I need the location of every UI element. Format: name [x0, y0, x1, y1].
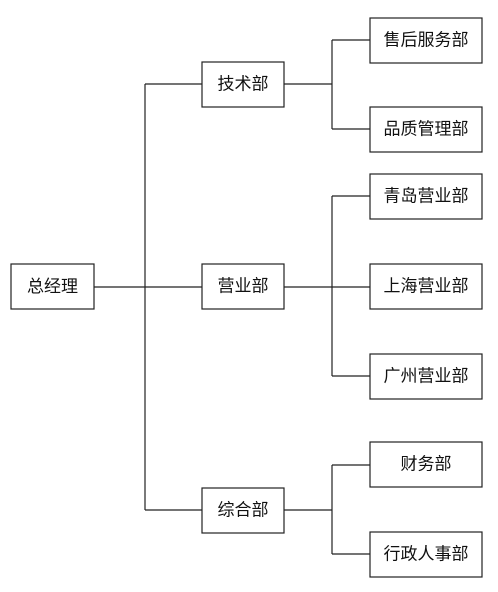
node-guangzhou-sales: 广州营业部: [369, 353, 483, 400]
node-admin-hr: 行政人事部: [369, 531, 483, 578]
node-finance-box: [369, 441, 483, 488]
node-root-box: [10, 263, 95, 310]
node-guangzhou-sales-label: 广州营业部: [384, 367, 469, 387]
node-shanghai-sales-label: 上海营业部: [384, 277, 469, 297]
node-quality-mgmt-label: 品质管理部: [384, 120, 469, 140]
node-dept-sales-box: [201, 263, 285, 310]
connectors-sales: [284, 195, 370, 377]
node-dept-tech: 技术部: [201, 61, 285, 108]
node-root-label: 总经理: [27, 277, 78, 297]
node-after-sales-box: [369, 17, 483, 64]
node-shanghai-sales: 上海营业部: [369, 263, 483, 310]
node-admin-hr-label: 行政人事部: [384, 545, 469, 565]
node-dept-tech-label: 技术部: [218, 75, 269, 95]
node-root: 总经理: [10, 263, 95, 310]
node-dept-general-box: [201, 487, 285, 534]
node-after-sales: 售后服务部: [369, 17, 483, 64]
node-guangzhou-sales-box: [369, 353, 483, 400]
node-dept-general: 综合部: [201, 487, 285, 534]
node-qingdao-sales: 青岛营业部: [369, 173, 483, 220]
node-qingdao-sales-box: [369, 173, 483, 220]
node-shanghai-sales-box: [369, 263, 483, 310]
node-after-sales-label: 售后服务部: [384, 31, 469, 51]
node-dept-sales: 营业部: [201, 263, 285, 310]
node-dept-sales-label: 营业部: [218, 277, 269, 297]
node-dept-general-label: 综合部: [218, 501, 269, 521]
connectors-tech: [284, 39, 370, 130]
connectors-root: [94, 83, 202, 511]
node-quality-mgmt-box: [369, 106, 483, 153]
connectors-general: [284, 464, 370, 555]
node-quality-mgmt: 品质管理部: [369, 106, 483, 153]
node-finance: 财务部: [369, 441, 483, 488]
node-admin-hr-box: [369, 531, 483, 578]
node-finance-label: 财务部: [401, 455, 452, 475]
node-dept-tech-box: [201, 61, 285, 108]
node-qingdao-sales-label: 青岛营业部: [384, 187, 469, 207]
